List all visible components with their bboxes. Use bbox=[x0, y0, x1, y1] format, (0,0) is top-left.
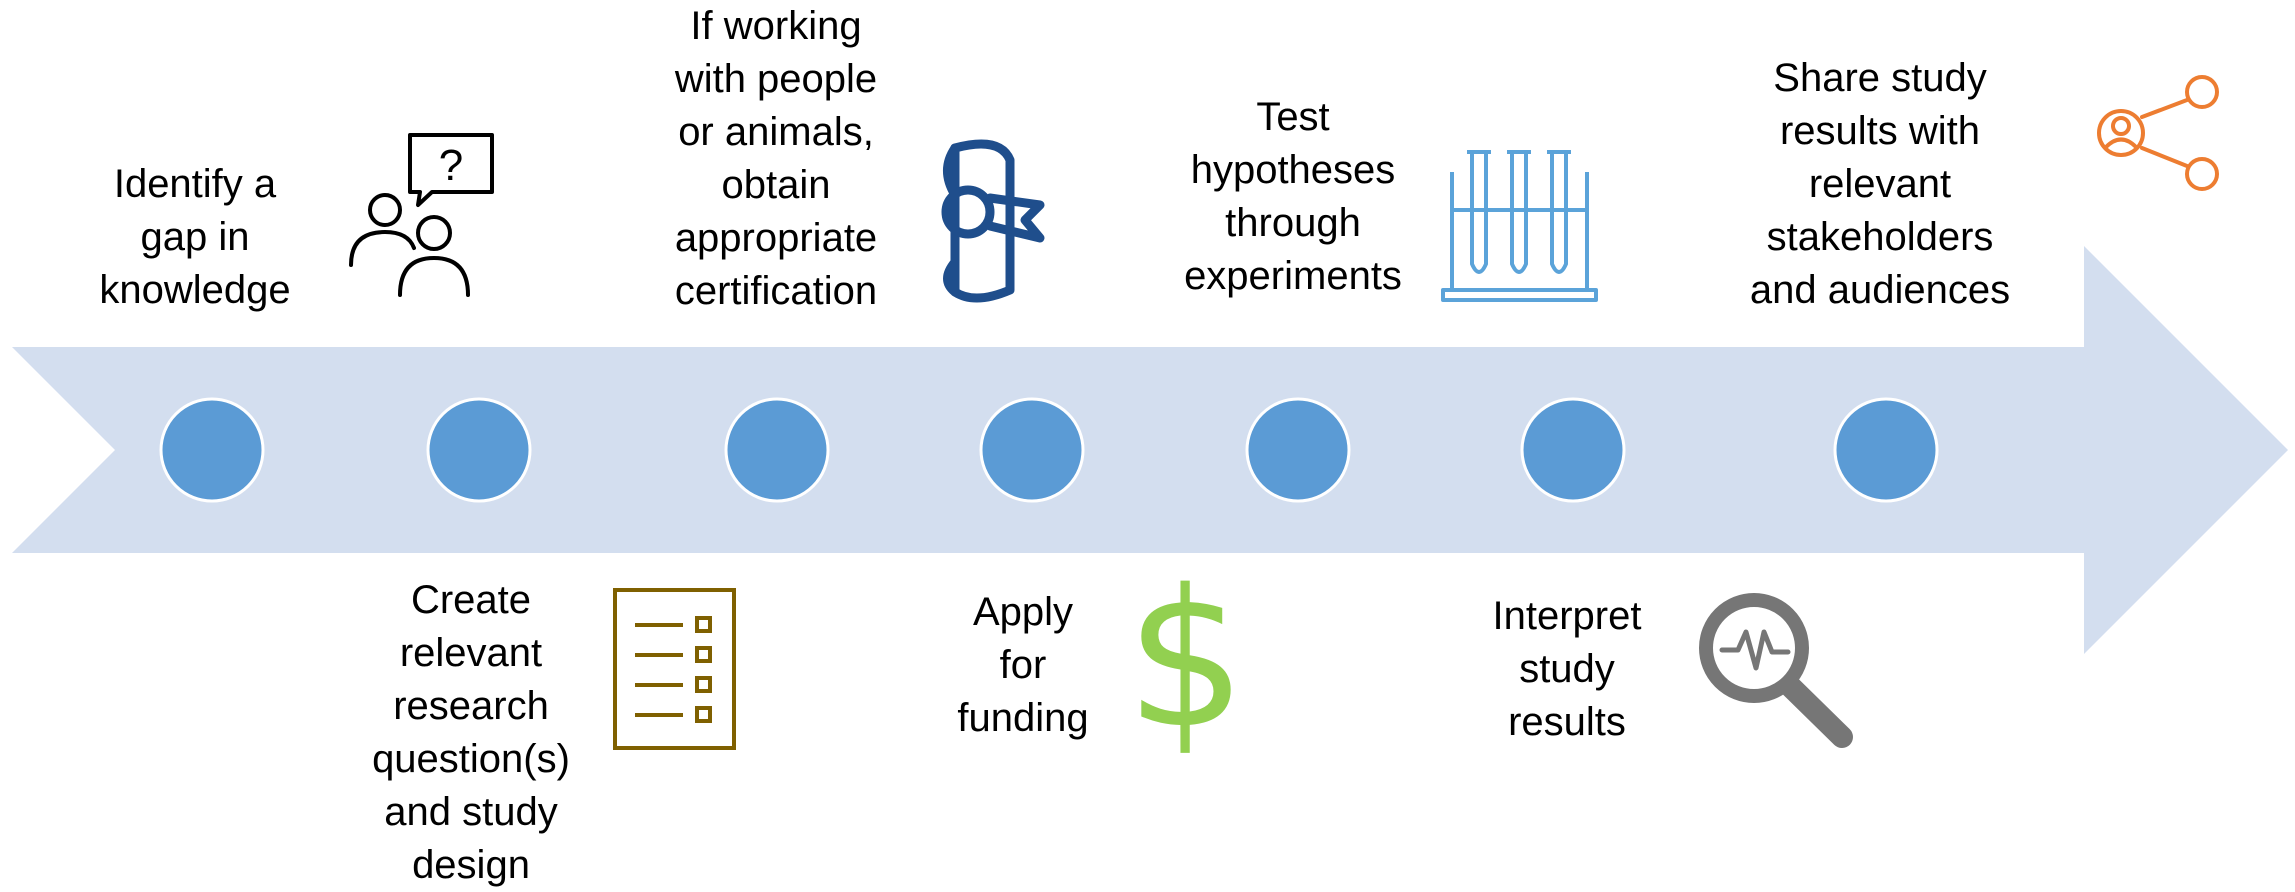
timeline-node-7 bbox=[1833, 397, 1939, 503]
question-mark-glyph: ? bbox=[439, 141, 463, 190]
step-5-label: Test hypotheses through experiments bbox=[1184, 95, 1402, 298]
share-icon bbox=[2097, 75, 2219, 191]
timeline-nodes bbox=[159, 397, 1939, 503]
test-tubes-icon bbox=[1441, 150, 1598, 302]
timeline-node-5 bbox=[1245, 397, 1351, 503]
timeline-node-2 bbox=[426, 397, 532, 503]
step-3-label: If working with people or animals, obtai… bbox=[674, 4, 878, 313]
step-1-label: Identify a gap in knowledge bbox=[99, 162, 291, 312]
dollar-sign-icon: $ bbox=[1126, 549, 1247, 770]
step-7-label: Share study results with relevant stakeh… bbox=[1749, 56, 2011, 312]
diploma-certificate-icon bbox=[941, 139, 1045, 303]
timeline-node-6 bbox=[1520, 397, 1626, 503]
checklist-icon bbox=[613, 588, 736, 750]
timeline-arrow bbox=[12, 246, 2288, 654]
step-6-label: Interpret study results bbox=[1492, 594, 1642, 744]
timeline-node-3 bbox=[724, 397, 830, 503]
step-2-label: Create relevant research question(s) and… bbox=[372, 578, 570, 887]
magnifier-chart-icon bbox=[1699, 593, 1853, 748]
timeline-node-4 bbox=[979, 397, 1085, 503]
step-4-label: Apply for funding bbox=[957, 590, 1089, 740]
people-question-icon bbox=[349, 133, 494, 297]
timeline-node-1 bbox=[159, 397, 265, 503]
